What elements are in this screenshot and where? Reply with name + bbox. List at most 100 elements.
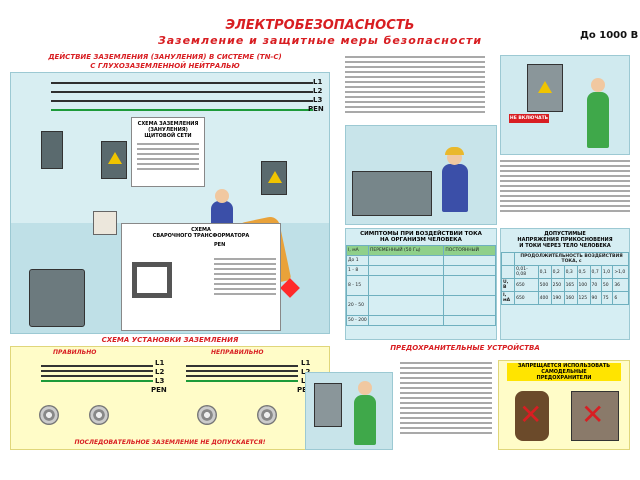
table-row: 50 - 200 [346, 315, 496, 326]
worker-head [358, 381, 372, 395]
fuses-worker-scene [305, 372, 393, 450]
correct-line-l1: L1 [155, 359, 165, 367]
supply-line-pen [51, 109, 313, 111]
current-cell: 160 [563, 291, 578, 305]
duration-cell: 0,5 [576, 265, 591, 279]
inset-title-line1: СХЕМА ЗАЗЕМЛЕНИЯ [137, 121, 199, 127]
badge-line3: ПРЕДОХРАНИТЕЛИ [507, 375, 621, 381]
duration-cell: 0,3 [563, 265, 578, 279]
fuse-insulator-icon [515, 391, 549, 441]
symptoms-header-current: I, мА [346, 245, 369, 256]
welding-transformer-diagram: СХЕМА СВАРОЧНОГО ТРАНСФОРМАТОРА PEN [121, 223, 281, 331]
table-row: 0,01-0,08 0,1 0,2 0,3 0,5 0,7 1,0 >1,0 [500, 265, 629, 279]
current-cell: 90 [589, 291, 602, 305]
correct-line-l2: L2 [155, 368, 165, 376]
voltage-cell: 500 [537, 278, 552, 292]
weld-pen-label: PEN [214, 242, 226, 248]
serial-grounding-warning: ПОСЛЕДОВАТЕЛЬНОЕ ЗАЗЕМЛЕНИЕ НЕ ДОПУСКАЕТ… [74, 439, 266, 446]
correct-line-l3: L3 [155, 377, 165, 385]
warning-triangle-icon [538, 81, 552, 93]
weld-title-line2: СВАРОЧНОГО ТРАНСФОРМАТОРА [152, 233, 250, 239]
current-cell: 125 [576, 291, 591, 305]
symptoms-row-label: 50 - 200 [346, 315, 369, 326]
current-cell: 190 [550, 291, 565, 305]
duration-cell: 0,1 [537, 265, 552, 279]
duration-cell: 0,7 [589, 265, 602, 279]
poster-subtitle: Заземление и защитные меры безопасности [157, 34, 483, 47]
voltage-cell: U, В [500, 278, 516, 292]
do-not-switch-sign: НЕ ВКЛЮЧАТЬ [509, 114, 549, 123]
current-cell: 75 [600, 291, 614, 305]
switch-cabinet-right [261, 161, 287, 195]
wrong-label: НЕПРАВИЛЬНО [211, 349, 264, 356]
tn-scene-panel: L1 L2 L3 PEN СХЕМА ЗАЗЕМЛЕНИЯ (ЗАНУЛЕНИЯ… [10, 72, 330, 334]
motor-coil-icon [197, 405, 217, 425]
hard-hat-icon [445, 147, 464, 155]
panel-box [93, 211, 117, 235]
warning-triangle-icon [268, 171, 282, 183]
voltage-cell: 650 [514, 278, 539, 292]
wrong-line-l1: L1 [301, 359, 311, 367]
grounding-inset-diagram: СХЕМА ЗАЗЕМЛЕНИЯ (ЗАНУЛЕНИЯ) ЩИТОВОЙ СЕТ… [131, 117, 205, 187]
motor-coil-icon [89, 405, 109, 425]
touch-title-line3: И ТОКИ ЧЕРЕЗ ТЕЛО ЧЕЛОВЕКА [519, 243, 611, 249]
worker-figure [354, 395, 376, 445]
symptoms-header-dc: ПОСТОЯННЫЙ [443, 245, 496, 256]
symptoms-table: I, мА ПЕРЕМЕННЫЙ (50 Гц) ПОСТОЯННЫЙ До 1… [346, 245, 496, 326]
fuse-box [314, 383, 342, 427]
duration-cell: >1,0 [612, 265, 629, 279]
touch-voltage-table: ПРОДОЛЖИТЕЛЬНОСТЬ ВОЗДЕЙСТВИЯ ТОКА, с 0,… [500, 252, 629, 305]
worker-head [591, 78, 605, 92]
workbench [352, 171, 432, 216]
tn-section-title-line2: С ГЛУХОЗАЗЕМЛЕННОЙ НЕЙТРАЛЬЮ [90, 62, 240, 70]
cross-icon: ✕ [581, 398, 605, 431]
cross-icon: ✕ [519, 398, 543, 431]
supply-line-l2 [51, 91, 313, 93]
voltage-tag: До 1000 В [580, 30, 639, 41]
motor-coil-icon [39, 405, 59, 425]
correct-label: ПРАВИЛЬНО [53, 349, 97, 356]
line-label-l2: L2 [313, 87, 323, 95]
table-row: 1 - 8 [346, 265, 496, 276]
motor-coil-icon [257, 405, 277, 425]
line-label-pen: PEN [308, 105, 324, 113]
worker-figure [587, 92, 609, 148]
voltage-cell: 36 [612, 278, 629, 292]
touch-col-header: ПРОДОЛЖИТЕЛЬНОСТЬ ВОЗДЕЙСТВИЯ ТОКА, с [514, 252, 629, 266]
table-row: До 1 [346, 255, 496, 266]
symptoms-row-label: 8 - 15 [346, 275, 369, 296]
inset-title-line2: (ЗАНУЛЕНИЯ) ЩИТОВОЙ СЕТИ [144, 127, 192, 139]
symptoms-table-panel: СИМПТОМЫ ПРИ ВОЗДЕЙСТВИИ ТОКА НА ОРГАНИЗ… [345, 228, 497, 340]
line-label-l1: L1 [313, 78, 323, 86]
mid-worker-scene [345, 125, 497, 225]
voltage-cell: 100 [576, 278, 591, 292]
wrong-supply-lines [186, 365, 298, 385]
touch-title-line2: НАПРЯЖЕНИЯ ПРИКОСНОВЕНИЯ [517, 237, 613, 243]
duration-cell: 0,2 [550, 265, 565, 279]
fuse-panel-icon [571, 391, 619, 441]
switch-cabinet-middle [101, 141, 127, 179]
current-cell: 6 [612, 291, 629, 305]
right-text-block [500, 160, 630, 215]
correct-supply-lines [41, 365, 153, 385]
table-row: I, мА 650 400 190 160 125 90 75 6 [500, 291, 629, 305]
wrong-line-pen: PEN [297, 386, 313, 394]
table-row: 20 - 50 [346, 295, 496, 316]
symptoms-header-ac: ПЕРЕМЕННЫЙ (50 Гц) [367, 245, 445, 256]
transformer-core-icon [132, 262, 172, 298]
homemade-fuse-badge: ЗАПРЕЩАЕТСЯ ИСПОЛЬЗОВАТЬ САМОДЕЛЬНЫЕ ПРЕ… [498, 360, 630, 450]
voltage-cell: 50 [600, 278, 614, 292]
top-right-scene: НЕ ВКЛЮЧАТЬ [500, 55, 630, 155]
weld-title-line1: СХЕМА [191, 227, 211, 233]
badge-line1: ЗАПРЕЩАЕТСЯ ИСПОЛЬЗОВАТЬ [507, 363, 621, 369]
badge-line2: САМОДЕЛЬНЫЕ [507, 369, 621, 375]
duration-cell: 1,0 [600, 265, 614, 279]
tn-section-title-line1: ДЕЙСТВИЕ ЗАЗЕМЛЕНИЯ (ЗАНУЛЕНИЯ) В СИСТЕМ… [48, 53, 282, 61]
install-section-title: СХЕМА УСТАНОВКИ ЗАЗЕМЛЕНИЯ [101, 336, 239, 344]
correct-line-pen: PEN [151, 386, 167, 394]
table-row: 8 - 15 [346, 275, 496, 296]
touch-voltage-panel: ДОПУСТИМЫЕ НАПРЯЖЕНИЯ ПРИКОСНОВЕНИЯ И ТО… [500, 228, 630, 340]
line-label-l3: L3 [313, 96, 323, 104]
symptoms-row-label: До 1 [346, 255, 369, 266]
current-cell: 400 [537, 291, 552, 305]
